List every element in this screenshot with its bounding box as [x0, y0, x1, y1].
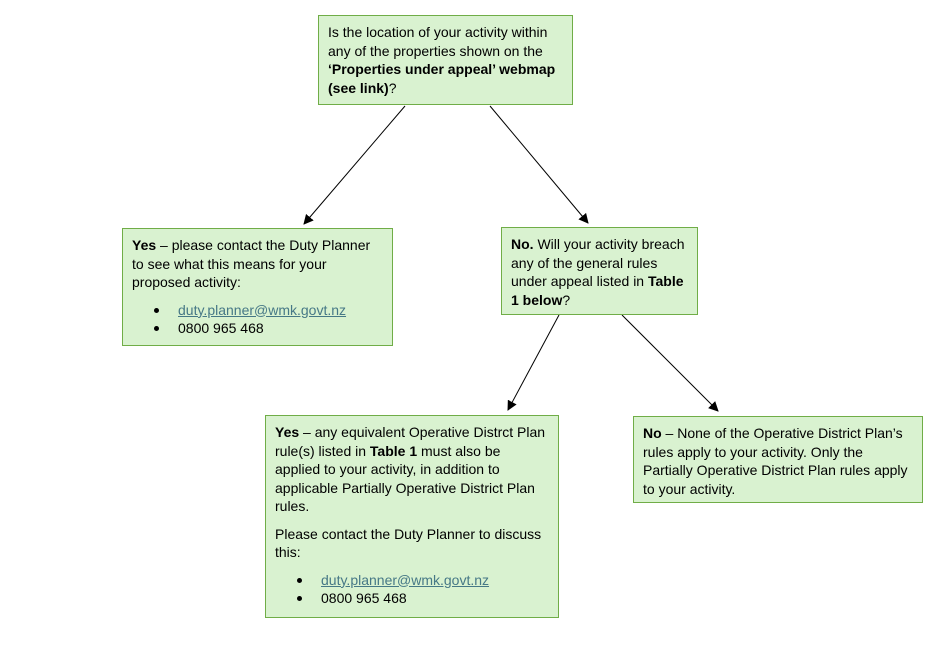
- yes2-email-link[interactable]: duty.planner@wmk.govt.nz: [321, 571, 490, 588]
- arrow-q1-to-yes: [303, 105, 406, 225]
- no1-table-ref: Table 1 below: [511, 273, 684, 308]
- no-general-rules-question-box: No. Will your activity breach any of the…: [501, 227, 698, 315]
- list-item: duty.planner@wmk.govt.nz: [154, 301, 383, 320]
- yes2-phone: 0800 965 468: [321, 590, 407, 606]
- no1-label: No.: [511, 236, 534, 252]
- yes2-text-continued: must also be applied to your activity, i…: [275, 442, 535, 515]
- question-properties-under-appeal: Is the location of your activity within …: [318, 15, 573, 105]
- arrow-no-to-no2: [621, 314, 719, 412]
- arrow-no-to-yes2: [507, 314, 560, 411]
- list-item: 0800 965 468: [297, 589, 549, 608]
- yes1-phone: 0800 965 468: [178, 320, 264, 336]
- no1-text: Will your activity breach any of the gen…: [511, 236, 685, 289]
- list-item: 0800 965 468: [154, 319, 383, 338]
- yes2-table-ref: Table 1: [369, 442, 418, 459]
- q1-text: Is the location of your activity within …: [328, 24, 548, 59]
- no-operative-rules-not-apply-box: No – None of the Operative District Plan…: [633, 416, 923, 503]
- yes-contact-duty-planner-box: Yes – please contact the Duty Planner to…: [122, 228, 393, 346]
- yes-operative-rules-apply-box: Yes – any equivalent Operative Distrct P…: [265, 415, 559, 618]
- yes1-contact-list: duty.planner@wmk.govt.nz 0800 965 468: [132, 301, 383, 338]
- list-item: duty.planner@wmk.govt.nz: [297, 571, 549, 590]
- no2-label: No: [643, 425, 662, 441]
- q1-question-mark: ?: [388, 79, 397, 96]
- yes2-text: – any equivalent Operative Distrct Plan …: [275, 424, 546, 459]
- yes1-text: – please contact the Duty Planner to see…: [132, 237, 371, 290]
- no1-question-mark: ?: [562, 291, 571, 308]
- yes2-contact-list: duty.planner@wmk.govt.nz 0800 965 468: [275, 571, 549, 608]
- yes1-email-link[interactable]: duty.planner@wmk.govt.nz: [178, 301, 347, 318]
- yes2-label: Yes: [275, 424, 300, 440]
- no2-text: – None of the Operative District Plan’s …: [643, 425, 908, 497]
- yes2-contact-paragraph: Please contact the Duty Planner to discu…: [275, 525, 542, 561]
- yes1-label: Yes: [132, 237, 157, 253]
- arrow-q1-to-no: [489, 105, 589, 224]
- q1-bold-text: ‘Properties under appeal’ webmap (see li…: [328, 61, 556, 96]
